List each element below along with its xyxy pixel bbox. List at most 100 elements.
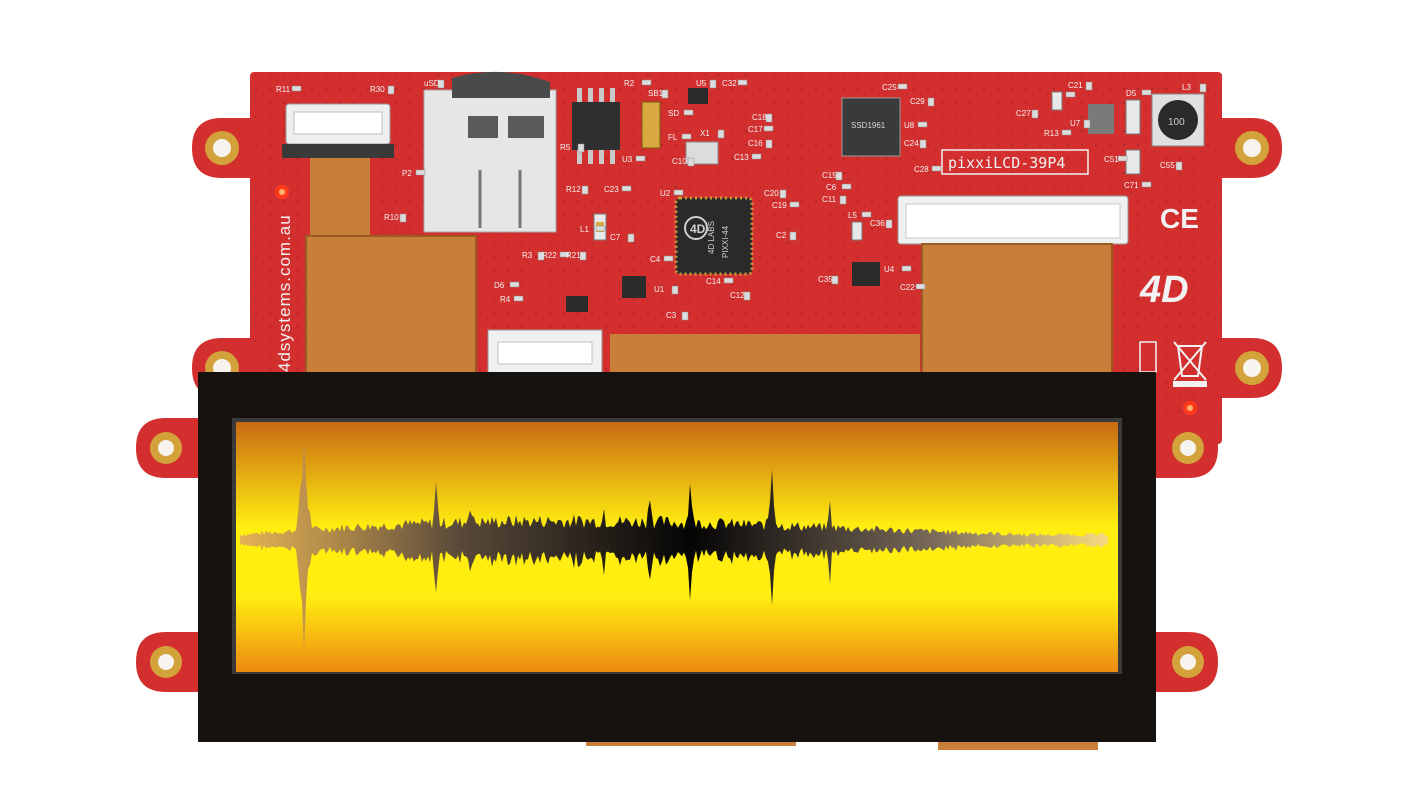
smd-passive [415,169,426,176]
component-label: C7 [610,233,621,242]
component-label: U1 [654,285,665,294]
component-label: L1 [580,225,589,234]
weee-icon [1173,341,1207,387]
smd-passive [1083,119,1091,129]
component-label: R30 [370,85,385,94]
smd-passive [687,157,695,167]
smd-passive [931,165,942,172]
smd-passive [885,219,893,229]
model-label: pixxiLCD-39P4 [948,154,1065,172]
svg-text:100: 100 [1168,117,1185,128]
smd-passive [737,79,748,86]
component-label: C32 [722,79,737,88]
smd-passive [661,89,669,99]
website-label: 4dsystems.com.au [275,214,294,372]
smd-passive [789,231,797,241]
smd-passive [387,85,395,95]
smd-passive [635,155,646,162]
power-inductor: 100 [1151,93,1205,147]
ce-mark: CE [1160,203,1199,234]
component-label: C14 [706,277,721,286]
svg-text:4D: 4D [1139,269,1189,311]
component-label: C51 [1104,155,1119,164]
smd-passive [917,121,928,128]
component-label: SD [668,109,679,118]
smd-passive [681,133,692,140]
smd-passive [763,125,774,132]
component-label: L4 [1052,91,1061,100]
component-label: P2 [402,169,412,178]
smd-passive [709,79,717,89]
component-label: C12 [730,291,745,300]
smd-passive [765,113,773,123]
right-flex-connector [897,195,1129,379]
eeprom-chip [572,88,620,164]
smd-passive [1141,181,1152,188]
component-label: C17 [748,125,763,134]
component-label: C11 [822,195,837,204]
smd-passive [717,129,725,139]
smd-passive [291,85,302,92]
component-label: C6 [826,183,837,192]
smd-passive [641,79,652,86]
smd-passive [673,189,684,196]
component-label: C21 [1068,81,1083,90]
smd-passive [765,139,773,149]
component-label: C4 [650,255,661,264]
smd-passive [595,225,606,232]
component-label: R4 [500,295,511,304]
smd-passive [861,211,872,218]
component-label: C24 [904,139,919,148]
component-label: L5 [848,211,857,220]
component-label: C19 [772,201,787,210]
smd-passive [919,139,927,149]
display-controller-chip: SSD1961 [841,97,901,157]
component-label: R11 [276,85,291,94]
smd-passive [513,295,524,302]
smd-passive [577,143,585,153]
smd-passive [901,265,912,272]
component-label: R22 [542,251,557,260]
processor-brand: 4D LABS [707,221,716,254]
component-label: U4 [884,265,895,274]
component-label: C55 [1160,161,1175,170]
component-label: C35 [818,275,833,284]
smd-passive [835,171,843,181]
smd-passive [1199,83,1207,93]
smd-passive [581,185,589,195]
component-label: C10 [672,157,687,166]
smd-passive [839,195,847,205]
display-module [136,372,1218,750]
component-label: U5 [696,79,707,88]
processor-chip: 4D 4D LABS PIXXI-44 [674,196,754,276]
bezel-ears [136,418,1218,692]
smd-passive [915,283,926,290]
component-label: D5 [1126,89,1137,98]
processor-model: PIXXI-44 [721,225,730,258]
smd-passive [681,311,689,321]
component-label: C71 [1124,181,1139,190]
component-label: C28 [914,165,929,174]
audio-waveform [240,439,1108,651]
smd-passive [723,277,734,284]
component-label: R13 [1044,129,1059,138]
component-label: C3 [666,311,677,320]
4d-logo: 4D [1139,269,1189,311]
smd-passive [627,233,635,243]
smd-passive [1061,129,1072,136]
smd-components [566,88,1141,312]
component-label: R21 [566,251,581,260]
smd-passive [743,291,751,301]
component-label: C25 [882,83,897,92]
component-label: R12 [566,185,581,194]
smd-passive [789,201,800,208]
component-label: U2 [660,189,671,198]
smd-passive [579,251,587,261]
component-label: C27 [1016,109,1031,118]
component-label: C16 [748,139,763,148]
component-label: C2 [776,231,787,240]
component-label: R2 [624,79,635,88]
bottom-flex-cable [610,334,920,378]
smd-passive [663,255,674,262]
